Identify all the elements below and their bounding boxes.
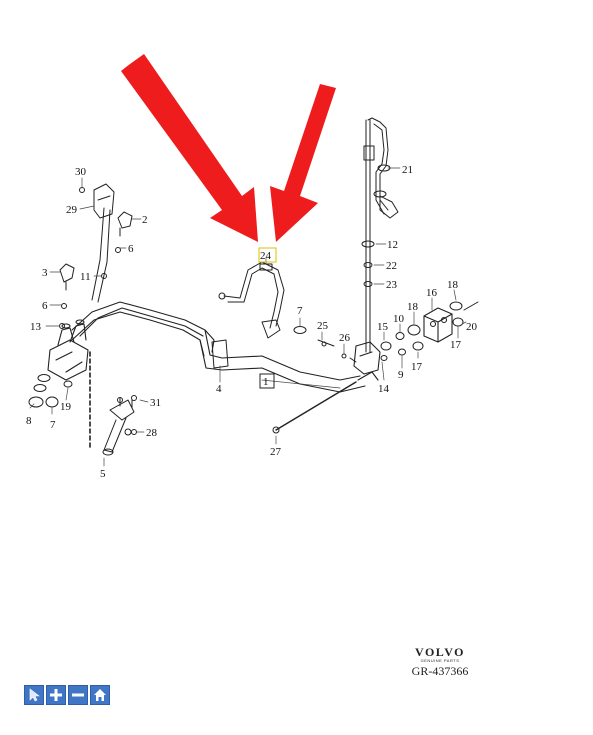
callout-23: 23 xyxy=(386,279,398,291)
callout-labels: 1 2 3 4 5 6 6 7 7 8 9 10 11 12 13 14 15 … xyxy=(26,164,478,480)
left-small-parts xyxy=(28,247,121,408)
brand-subtitle: GENUINE PARTS xyxy=(420,658,460,663)
callout-29: 29 xyxy=(66,204,78,216)
callout-16: 16 xyxy=(426,287,438,299)
clip-2 xyxy=(117,211,133,237)
home-button[interactable] xyxy=(90,685,110,705)
expansion-valve-16 xyxy=(423,307,453,343)
callout-9: 9 xyxy=(398,369,404,381)
callout-6a: 6 xyxy=(128,243,134,255)
bracket-5 xyxy=(102,397,135,456)
callout-22: 22 xyxy=(386,260,397,272)
left-vertical-hose xyxy=(91,207,111,303)
callout-31: 31 xyxy=(150,397,161,409)
zoom-out-button[interactable] xyxy=(68,685,88,705)
minus-icon xyxy=(72,693,84,697)
callout-21: 21 xyxy=(402,164,413,176)
callout-30: 30 xyxy=(75,166,87,178)
callout-5: 5 xyxy=(100,468,106,480)
callout-15: 15 xyxy=(377,321,389,333)
hose-24 xyxy=(218,261,285,339)
callout-17b: 17 xyxy=(411,361,423,373)
callout-1: 1 xyxy=(263,376,269,388)
brand-name: VOLVO xyxy=(415,645,465,659)
left-manifold-block xyxy=(47,319,89,381)
seals-right xyxy=(380,301,479,361)
callout-8: 8 xyxy=(26,415,32,427)
callout-2: 2 xyxy=(142,214,148,226)
callout-24: 24 xyxy=(260,250,272,262)
diagram-reference: GR-437366 xyxy=(411,664,469,678)
callout-26: 26 xyxy=(339,332,351,344)
callout-17a: 17 xyxy=(450,339,462,351)
callout-25: 25 xyxy=(317,320,329,332)
red-arrow-left xyxy=(121,54,258,242)
cursor-icon xyxy=(29,688,40,702)
callout-28: 28 xyxy=(146,427,158,439)
highlight-box-24 xyxy=(258,247,277,263)
home-icon xyxy=(94,689,106,701)
callout-12: 12 xyxy=(387,239,398,251)
callout-box-1 xyxy=(259,373,275,389)
plus-icon xyxy=(50,689,62,701)
leader-lines xyxy=(29,167,467,467)
callout-6b: 6 xyxy=(42,300,48,312)
main-ac-pipe xyxy=(71,301,366,393)
callout-18a: 18 xyxy=(447,279,459,291)
callout-13: 13 xyxy=(30,321,42,333)
pipe-21 xyxy=(363,117,399,353)
callout-3: 3 xyxy=(42,267,48,279)
red-arrow-right xyxy=(270,84,336,242)
callout-27: 27 xyxy=(270,446,282,458)
zoom-in-button[interactable] xyxy=(46,685,66,705)
callout-11: 11 xyxy=(80,271,91,283)
clip-3 xyxy=(59,263,75,291)
viewer-toolbar xyxy=(24,685,110,705)
callout-4: 4 xyxy=(216,383,222,395)
select-tool-button[interactable] xyxy=(24,685,44,705)
callout-14: 14 xyxy=(378,383,390,395)
connector-4 xyxy=(211,339,229,369)
callout-7a: 7 xyxy=(297,305,303,317)
right-connector-block xyxy=(353,341,381,381)
bracket-29 xyxy=(79,183,115,219)
pipe-rings xyxy=(361,240,375,287)
callout-20: 20 xyxy=(466,321,478,333)
callout-18b: 18 xyxy=(407,301,419,313)
callout-10: 10 xyxy=(393,313,405,325)
callout-19: 19 xyxy=(60,401,72,413)
callout-7b: 7 xyxy=(50,419,56,431)
volvo-logo: VOLVO GENUINE PARTS xyxy=(400,646,480,664)
